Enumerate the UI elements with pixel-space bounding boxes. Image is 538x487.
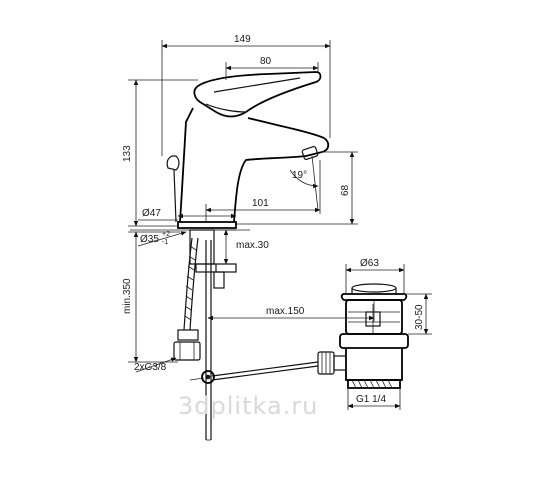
dim-base-diameter: Ø47 [142,208,161,219]
dim-hole-tol-minus: -1 [162,239,168,246]
dim-lever-width: 80 [260,56,272,67]
dim-waste-diameter: Ø63 [360,258,379,269]
dim-spout-height: 68 [340,184,351,196]
dim-waste-height: 30-50 [414,304,425,330]
dim-hole-diameter: Ø35 [140,234,159,245]
dim-spout-reach: 101 [252,198,269,209]
dim-hose-length: min.350 [122,278,133,314]
dim-deck-thickness: max.30 [236,240,269,251]
dim-spout-angle: 19° [292,170,307,181]
dim-width-total: 149 [234,34,251,45]
dimension-lines [128,40,432,410]
waste-assembly [317,283,409,389]
dim-waste-thread: G1 1/4 [356,394,386,405]
dim-connection: 2xG3/8 [134,362,167,373]
dim-rod-length: max.150 [266,306,305,317]
watermark: 3dplitka.ru [178,392,318,420]
dim-hole-tol-plus: +2 [162,231,170,238]
under-deck-assembly [130,229,319,441]
dim-height: 133 [122,145,133,162]
faucet-body [166,71,330,229]
